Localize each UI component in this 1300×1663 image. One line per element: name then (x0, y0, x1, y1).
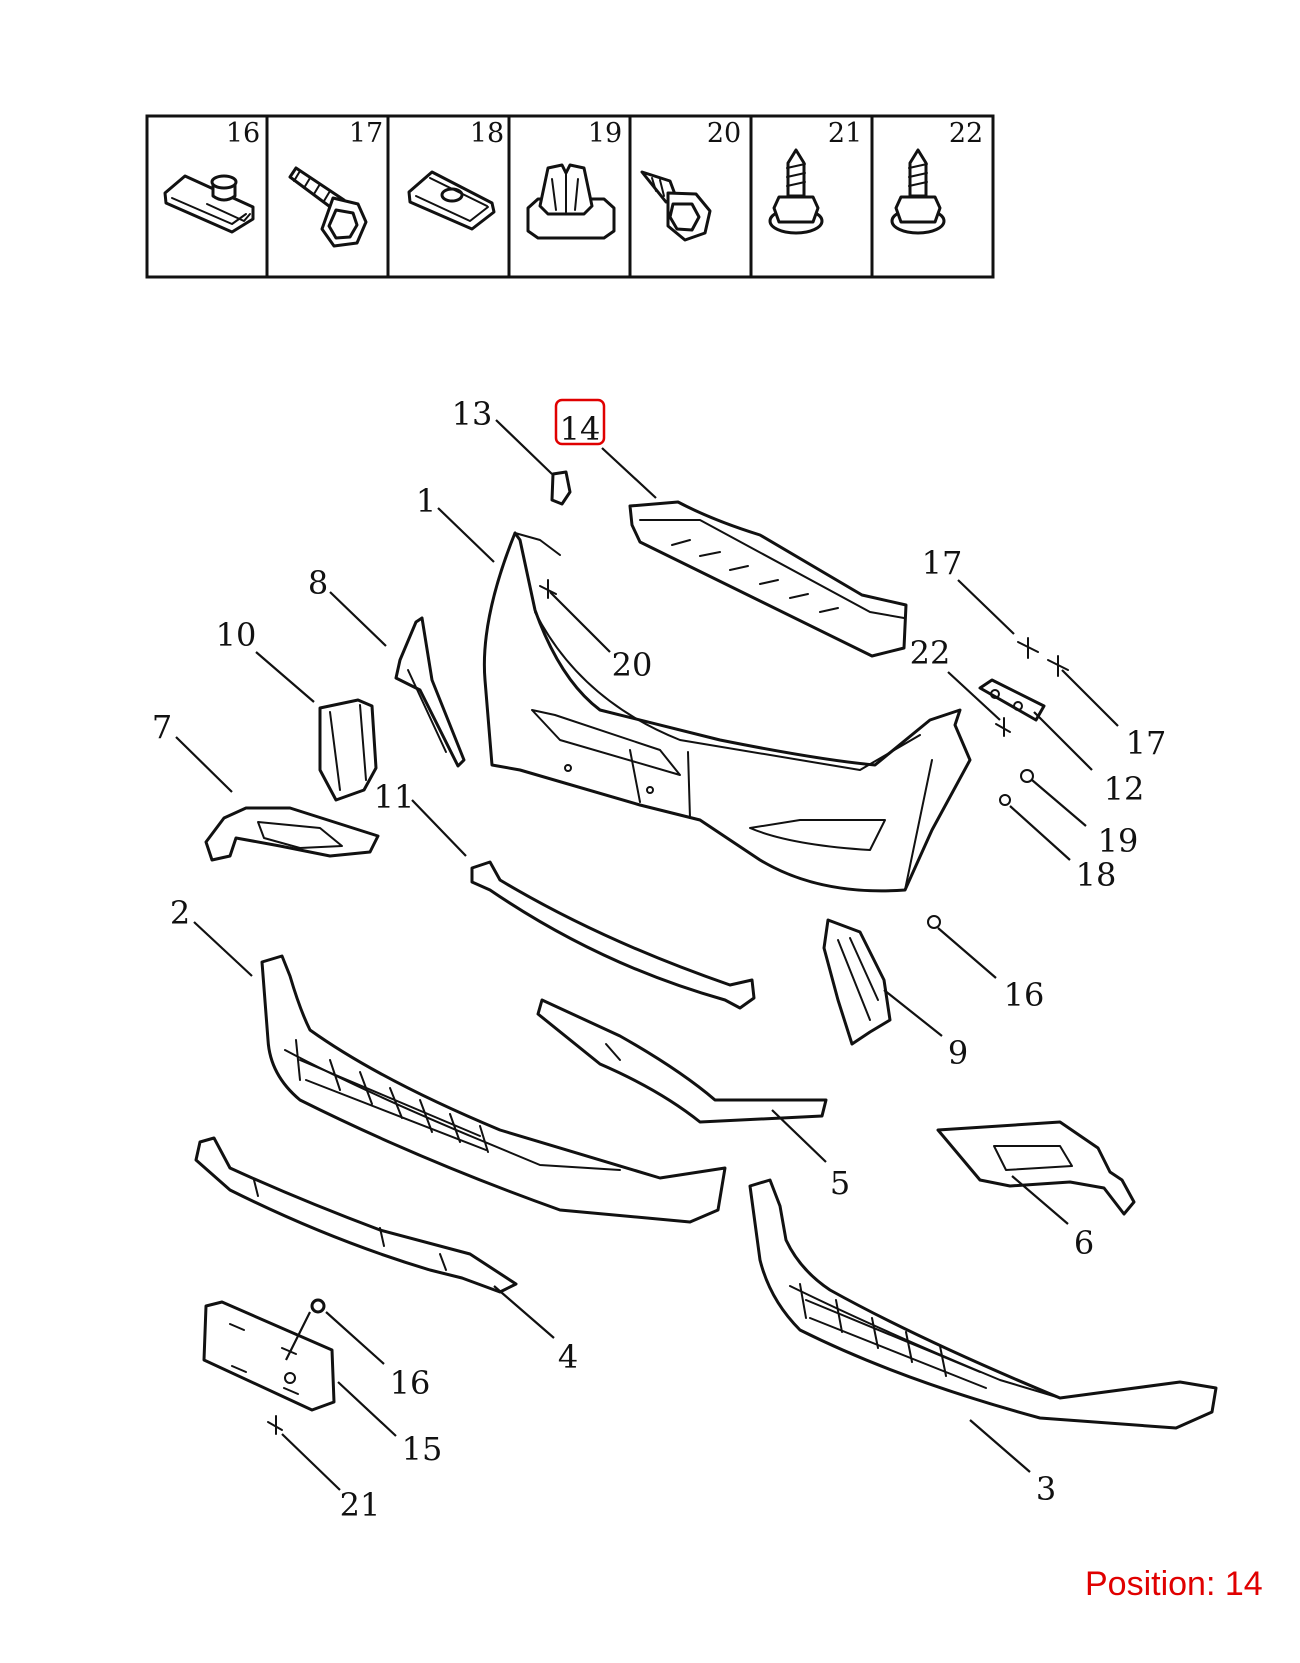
table-cell-number: 19 (588, 118, 622, 149)
highlight-box (554, 398, 606, 446)
fastener-table: 16 17 18 19 20 21 22 (145, 114, 995, 279)
callout-label-highlighted: 14 (560, 410, 601, 448)
loose-fasteners (267, 579, 1069, 1435)
callout-label: 13 (452, 395, 493, 433)
part-6-fog-lamp-bezel-right (936, 1120, 1136, 1216)
hex-bolt-icon (288, 166, 368, 248)
part-5-strip (536, 998, 828, 1124)
callout-label: 10 (216, 616, 257, 654)
part-14-energy-absorber (628, 500, 908, 658)
callout-label: 2 (170, 894, 190, 932)
fastener-table-frame (145, 114, 995, 279)
tapping-screw-icon (640, 170, 712, 242)
part-1-bumper-cover (482, 531, 972, 893)
callout-label: 17 (1126, 724, 1167, 762)
callout-labels: 13 14 1 8 10 7 20 17 22 17 12 19 18 11 1… (152, 395, 1167, 1524)
spring-clip-icon (407, 170, 496, 231)
part-9-side-bracket (822, 918, 892, 1046)
callout-label: 18 (1076, 856, 1117, 894)
table-cell-number: 21 (828, 118, 862, 149)
callout-label: 17 (922, 544, 963, 582)
part-13-clip (550, 470, 572, 506)
retainer-clip-icon (526, 163, 616, 240)
flange-screw-icon (890, 148, 946, 235)
callout-label: 4 (558, 1338, 578, 1376)
callout-label: 6 (1074, 1224, 1094, 1262)
callout-label: 11 (374, 778, 415, 816)
callout-label: 20 (612, 646, 653, 684)
table-cell-number: 18 (470, 118, 504, 149)
table-cell-number: 22 (949, 118, 983, 149)
part-10-bracket (318, 698, 378, 802)
callout-label: 9 (948, 1034, 968, 1072)
part-3-lower-grille (748, 1178, 1218, 1430)
part-8-molding (394, 616, 466, 768)
position-label: Position: 14 (1085, 1565, 1263, 1603)
callout-label: 7 (152, 708, 172, 746)
callout-label: 19 (1098, 822, 1139, 860)
part-15-license-plate-bracket (202, 1298, 336, 1412)
callout-label: 1 (416, 482, 436, 520)
callout-label: 15 (402, 1430, 443, 1468)
callout-label: 16 (390, 1364, 431, 1402)
callout-label: 12 (1104, 770, 1145, 808)
part-7-fog-lamp-bezel-left (204, 806, 380, 862)
exploded-parts (194, 470, 1218, 1435)
clip-nut-icon (163, 174, 255, 234)
part-11-bar (470, 860, 756, 1010)
table-cell-number: 16 (226, 118, 260, 149)
table-cell-number: 20 (707, 118, 741, 149)
part-2-lower-grille (260, 954, 727, 1224)
leader-lines (175, 419, 1119, 1491)
flange-screw-icon (768, 148, 824, 235)
table-cell-number: 17 (349, 118, 383, 149)
callout-label: 3 (1036, 1470, 1056, 1508)
part-4-spoiler-strip (194, 1136, 518, 1294)
callout-label: 16 (1004, 976, 1045, 1014)
callout-label: 5 (830, 1164, 850, 1202)
callout-label: 8 (308, 564, 328, 602)
callout-label: 22 (910, 634, 951, 672)
callout-label: 21 (340, 1486, 381, 1524)
